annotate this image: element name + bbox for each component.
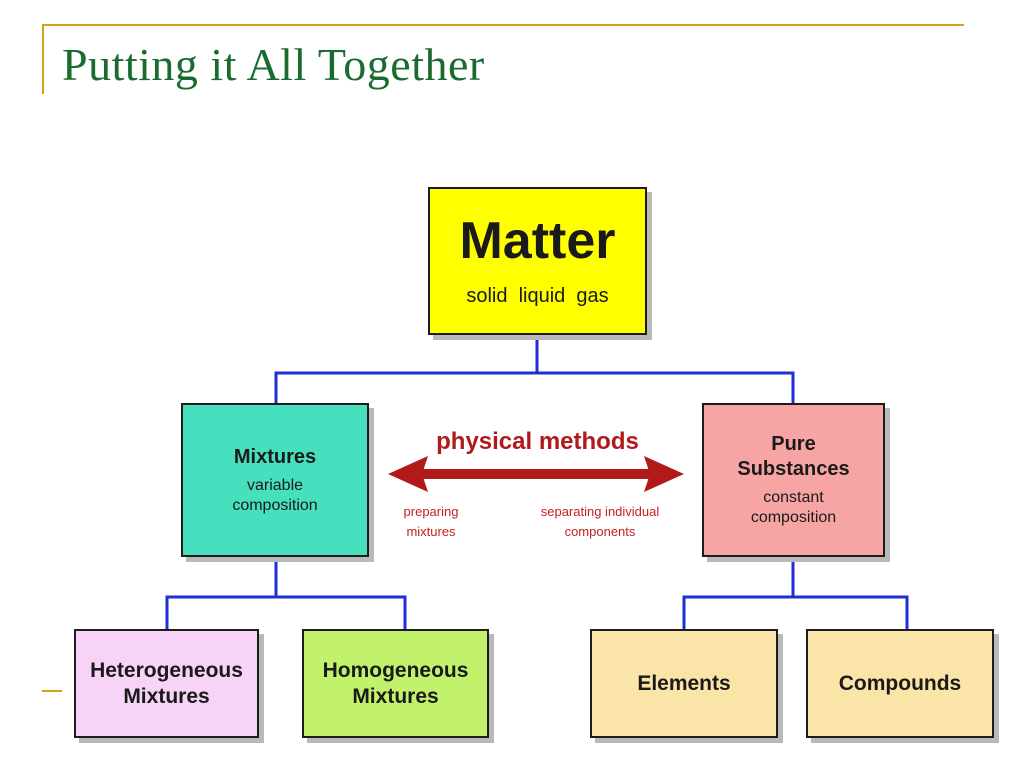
pure-substances-description-line2: composition <box>750 509 837 526</box>
pure-substances-title: Pure Substances <box>737 432 849 482</box>
preparing-mixtures-note: preparing mixtures <box>392 502 470 542</box>
matter-title: Matter <box>459 211 616 270</box>
preparing-note-line2: mixtures <box>406 524 456 540</box>
pure-substances-description: constant composition <box>751 488 836 528</box>
separating-components-note: separating individual components <box>520 502 680 542</box>
arrow-shaft <box>418 469 654 479</box>
slide-title: Putting it All Together <box>62 39 485 90</box>
mixtures-description-line2: composition <box>232 496 318 514</box>
pure-substances-description-line1: constant <box>763 489 824 506</box>
elements-label: Elements <box>637 671 731 695</box>
preparing-note-line1: preparing <box>403 504 459 519</box>
connector-pure-branch <box>682 557 909 629</box>
title-rule-top <box>42 24 964 26</box>
mixtures-title: Mixtures <box>233 445 317 468</box>
matter-node: Matter solid liquid gas <box>428 187 647 335</box>
arrow-head-right <box>644 456 684 492</box>
separating-note-line1: separating individual <box>540 504 660 519</box>
heterogeneous-label-line1: Heterogeneous <box>90 659 243 683</box>
compounds-node: Compounds <box>806 629 994 738</box>
footer-rule-stub <box>42 690 68 692</box>
pure-substances-title-line1: Pure <box>771 433 816 455</box>
mixtures-description-line1: variable <box>246 476 304 494</box>
physical-methods-label: physical methods <box>436 428 639 455</box>
matter-states: solid liquid gas <box>466 284 609 307</box>
pure-substances-title-line2: Substances <box>737 458 850 480</box>
heterogeneous-mixtures-node: Heterogeneous Mixtures <box>74 629 259 738</box>
arrow-head-left <box>388 456 428 492</box>
separating-note-line2: components <box>564 524 636 540</box>
title-rule-left <box>42 24 44 94</box>
heterogeneous-label-line2: Mixtures <box>123 684 210 708</box>
double-arrow-icon <box>388 456 684 492</box>
homogeneous-label-line1: Homogeneous <box>322 659 469 683</box>
mixtures-description: variable composition <box>232 476 317 516</box>
mixtures-node: Mixtures variable composition <box>181 403 369 557</box>
elements-node: Elements <box>590 629 778 738</box>
homogeneous-label-line2: Mixtures <box>352 684 439 708</box>
connector-matter-branch <box>274 335 795 403</box>
connector-mixtures-branch <box>165 557 407 629</box>
pure-substances-node: Pure Substances constant composition <box>702 403 885 557</box>
compounds-label: Compounds <box>838 671 962 695</box>
homogeneous-mixtures-node: Homogeneous Mixtures <box>302 629 489 738</box>
